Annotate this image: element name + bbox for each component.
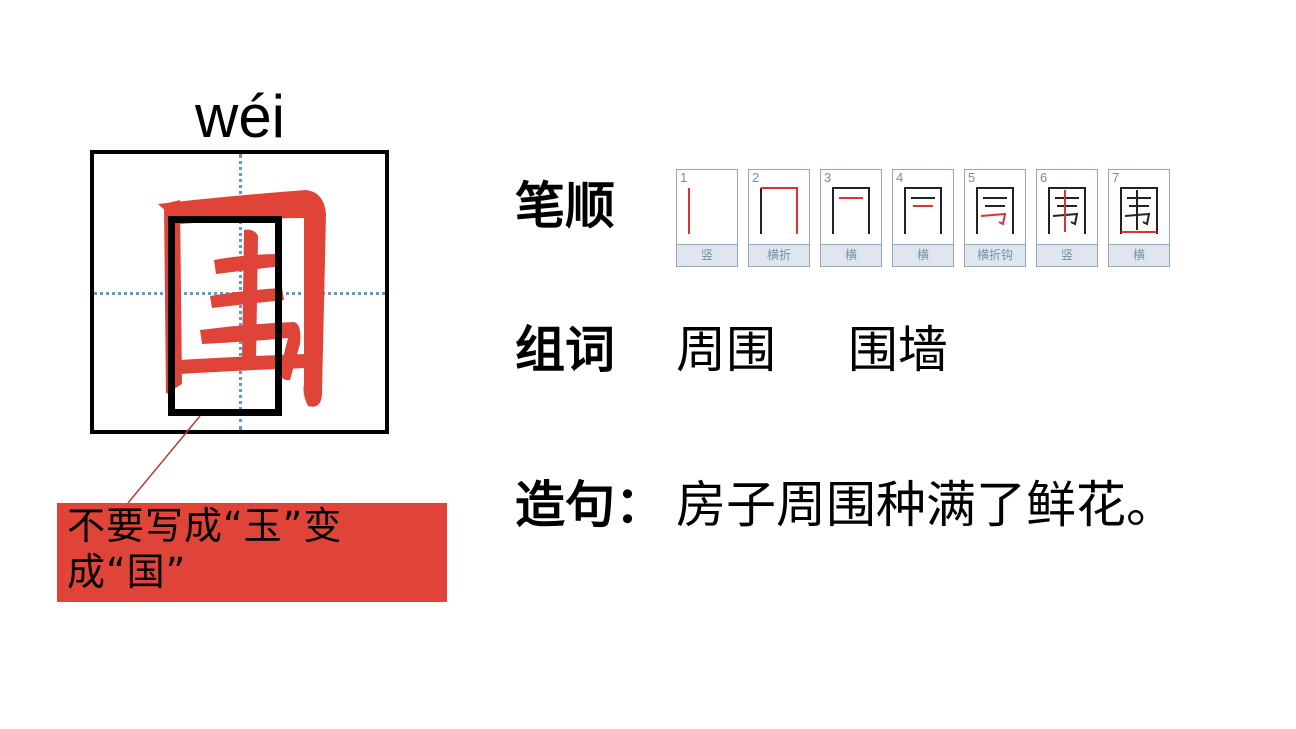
- stroke-name: 竖: [677, 244, 737, 266]
- stroke-card: 6 竖: [1036, 169, 1098, 267]
- character-writing-grid: [90, 150, 389, 434]
- stroke-name: 横折钩: [965, 244, 1025, 266]
- stroke-6-shu-icon: [1048, 187, 1086, 234]
- sentence-label: 造句：: [515, 476, 665, 534]
- stroke-5-hengzhegou-icon: [976, 187, 1014, 234]
- stroke-card: 4 横: [892, 169, 954, 267]
- warning-note-callout: 不要写成“玉”变 成“国”: [57, 503, 447, 602]
- stroke-number: 6: [1040, 170, 1048, 185]
- stroke-name: 竖: [1037, 244, 1097, 266]
- stroke-3-heng-icon: [832, 187, 870, 234]
- stroke-number: 1: [680, 170, 688, 185]
- wrong-form-highlight-rect: [168, 216, 282, 416]
- word-list: 周围 围墙: [676, 320, 1004, 380]
- stroke-1-shu-icon: [688, 188, 690, 234]
- stroke-name: 横: [821, 244, 881, 266]
- stroke-card: 7 横: [1108, 169, 1170, 267]
- stroke-order-label: 笔顺: [515, 177, 615, 235]
- word-item: 周围: [676, 321, 776, 379]
- stroke-7-heng-icon: [1120, 187, 1158, 234]
- stroke-order-strip: 1 竖 2 横折 3 横 4 横 5: [676, 169, 1170, 267]
- stroke-card: 3 横: [820, 169, 882, 267]
- stroke-name: 横: [1109, 244, 1169, 266]
- stroke-number: 4: [896, 170, 904, 185]
- note-line-2: 成“国”: [67, 550, 187, 594]
- example-sentence: 房子周围种满了鲜花。: [676, 476, 1176, 534]
- stroke-card: 2 横折: [748, 169, 810, 267]
- stroke-4-heng-icon: [904, 187, 942, 234]
- stroke-card: 1 竖: [676, 169, 738, 267]
- stroke-2-hengzhe-icon: [760, 187, 798, 234]
- stroke-number: 3: [824, 170, 832, 185]
- word-group-label: 组词: [515, 321, 615, 379]
- pinyin: wéi: [194, 83, 286, 150]
- stroke-name: 横: [893, 244, 953, 266]
- stroke-number: 2: [752, 170, 760, 185]
- stroke-number: 5: [968, 170, 976, 185]
- stroke-name: 横折: [749, 244, 809, 266]
- note-line-1: 不要写成“玉”变: [67, 504, 343, 548]
- stroke-card: 5 横折钩: [964, 169, 1026, 267]
- stroke-number: 7: [1112, 170, 1120, 185]
- word-item: 围墙: [847, 321, 948, 379]
